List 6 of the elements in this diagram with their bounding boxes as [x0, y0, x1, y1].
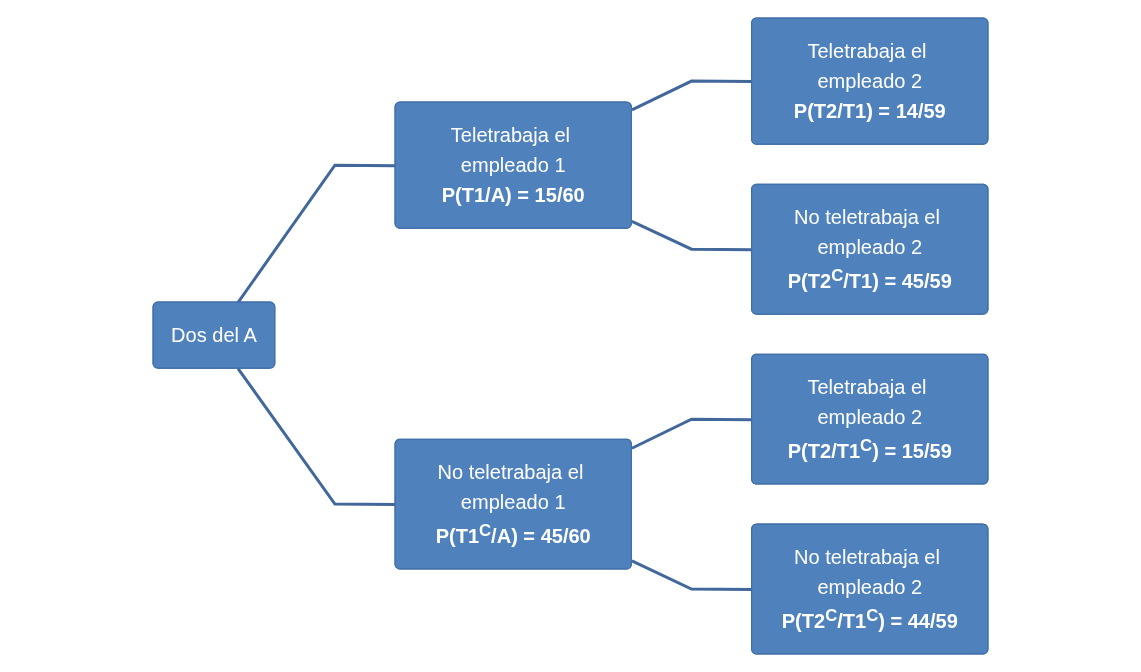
connector [236, 367, 396, 507]
connector [631, 79, 753, 112]
connector [631, 417, 753, 450]
connector [631, 559, 753, 592]
connector [631, 220, 753, 252]
connector [236, 163, 396, 304]
